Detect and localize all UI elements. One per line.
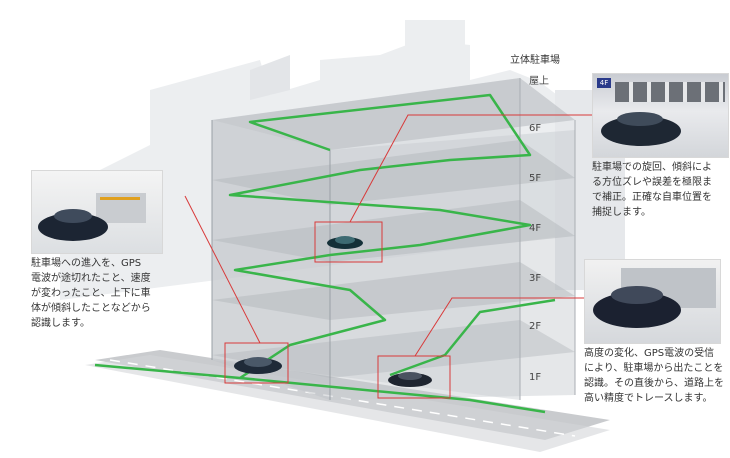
floor-badge: 4F — [597, 78, 611, 88]
inset-exit-photo — [584, 259, 721, 344]
callout-exit-text: 高度の変化、GPS電波の受信 により、駐車場から出たことを 認識。その直後から、… — [584, 348, 724, 404]
car-exit — [388, 372, 432, 387]
connector-4f — [349, 114, 592, 223]
diagram-title: 立体駐車場 — [510, 55, 560, 66]
highlight-exit — [377, 355, 451, 399]
inset-entry-photo — [31, 170, 163, 254]
floor-label-rooftop: 屋上 — [529, 76, 549, 87]
car-4f — [327, 236, 363, 249]
garage-building — [211, 78, 576, 400]
connector-exit — [414, 297, 585, 357]
floor-label-5f: 5F — [529, 173, 542, 184]
callout-turning-text: 駐車場での旋回、傾斜によ る方位ズレや誤差を極限ま で補正。正確な自車位置を 捕… — [592, 162, 712, 218]
floor-label-2f: 2F — [529, 321, 542, 332]
inset-4f-photo: 4F — [592, 73, 729, 158]
floor-label-1f: 1F — [529, 372, 542, 383]
floor-label-3f: 3F — [529, 273, 542, 284]
callout-entry-text: 駐車場への進入を、GPS 電波が途切れたこと、速度 が変わったこと、上下に車 体… — [31, 258, 151, 329]
highlight-4f — [314, 221, 383, 263]
car-entry — [234, 357, 282, 374]
connector-entry — [184, 195, 261, 344]
vehicle-route — [94, 93, 532, 380]
highlight-entry — [224, 342, 289, 384]
floor-label-6f: 6F — [529, 123, 542, 134]
floor-label-4f: 4F — [529, 223, 542, 234]
